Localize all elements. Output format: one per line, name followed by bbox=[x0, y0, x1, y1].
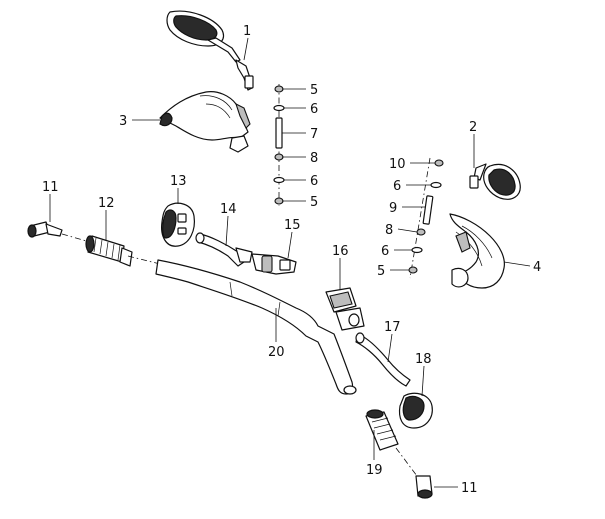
callout-19: 19 bbox=[366, 463, 383, 478]
left-switch-housing bbox=[161, 202, 195, 247]
brake-master-cylinder bbox=[325, 287, 365, 331]
callout-15: 15 bbox=[284, 218, 301, 233]
callout-8b: 8 bbox=[385, 223, 393, 238]
clutch-lever bbox=[195, 232, 253, 267]
callout-2: 2 bbox=[469, 120, 477, 135]
callout-13: 13 bbox=[170, 174, 187, 189]
callout-3: 3 bbox=[119, 114, 127, 129]
callout-20: 20 bbox=[268, 345, 285, 360]
callout-6c: 6 bbox=[393, 179, 401, 194]
callout-16: 16 bbox=[332, 244, 349, 259]
left-grip bbox=[85, 235, 133, 267]
callout-12: 12 bbox=[98, 196, 115, 211]
callout-6a: 6 bbox=[310, 102, 318, 117]
right-mirror bbox=[469, 163, 521, 200]
callout-10: 10 bbox=[389, 157, 406, 172]
right-hardware-stack bbox=[408, 157, 444, 279]
callout-11b: 11 bbox=[461, 481, 478, 496]
left-hand-guard bbox=[159, 91, 251, 153]
callout-5b: 5 bbox=[310, 195, 318, 210]
throttle-grip bbox=[365, 409, 421, 481]
leader-lines bbox=[49, 37, 531, 488]
callout-1: 1 bbox=[243, 24, 251, 39]
callout-5a: 5 bbox=[310, 83, 318, 98]
callout-9: 9 bbox=[389, 201, 397, 216]
callout-4: 4 bbox=[533, 260, 541, 275]
callout-6d: 6 bbox=[381, 244, 389, 259]
right-hand-guard bbox=[449, 213, 505, 289]
callout-8a: 8 bbox=[310, 151, 318, 166]
clutch-perch bbox=[251, 253, 297, 275]
right-bar-end bbox=[415, 475, 433, 499]
callout-18: 18 bbox=[415, 352, 432, 367]
callout-5c: 5 bbox=[377, 264, 385, 279]
handlebar bbox=[127, 255, 357, 395]
callout-17: 17 bbox=[384, 320, 401, 335]
callout-6b: 6 bbox=[310, 174, 318, 189]
callout-labels: 1 2 3 4 5 6 7 8 6 5 10 6 9 8 6 5 11 12 1… bbox=[42, 24, 541, 496]
callout-14: 14 bbox=[220, 202, 237, 217]
left-bar-end bbox=[27, 221, 91, 243]
callout-11a: 11 bbox=[42, 180, 59, 195]
left-mirror bbox=[166, 10, 254, 91]
brake-lever bbox=[355, 332, 411, 387]
right-switch-housing bbox=[398, 392, 433, 429]
left-hardware-stack bbox=[273, 84, 285, 206]
callout-7: 7 bbox=[310, 127, 318, 142]
